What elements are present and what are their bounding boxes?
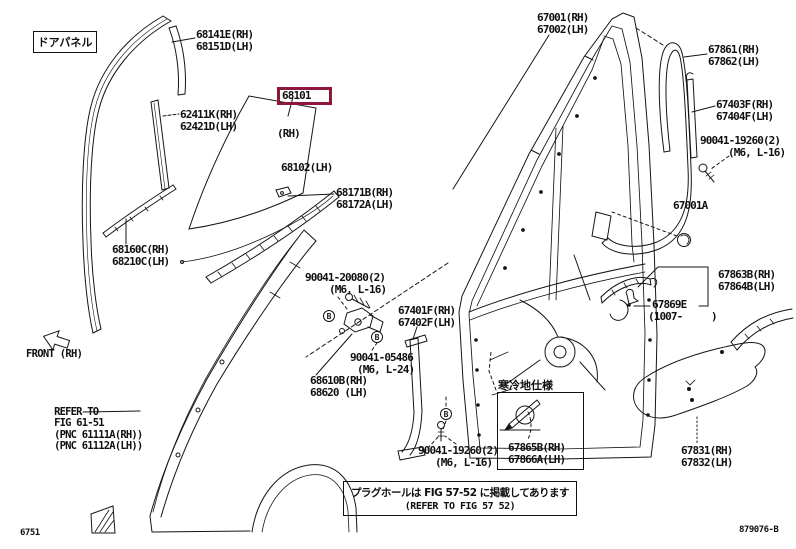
label-67403[interactable]: 67403F(RH) 67404F(LH) [716,98,774,123]
front-arrow-icon [42,329,71,351]
waist-molding-art [102,184,177,238]
body-side-art [82,229,358,534]
section-tag-label: ドアパネル [37,36,93,49]
svg-text:B: B [375,333,380,342]
svg-text:B: B [444,410,449,419]
note-box: プラグホールは FIG 57-52 に掲載してあります (REFER TO FI… [343,481,577,516]
label-68141[interactable]: 68141E(RH) 68151D(LH) [196,28,254,53]
glass-run-art [81,15,186,334]
label-68160[interactable]: 68160C(RH) 68210C(LH) [112,243,170,268]
document-code: 879076-B [739,525,779,535]
bolt-marker: B B B [323,310,452,420]
label-67001[interactable]: 67001(RH) 67002(LH) [537,11,589,36]
cold-region-art [488,351,541,440]
label-68101-highlighted[interactable]: 68101 (RH) 68102(LH) [277,87,333,174]
glass-channel-art [686,72,698,159]
molding-no2-art [600,266,709,307]
door-weatherstrip-art [601,42,692,255]
cold-region-box [497,392,584,470]
bolt-icon [698,155,730,183]
label-67869E[interactable]: 67869E (1007- ) [648,298,718,323]
label-90041-19260-bottom[interactable]: 90041-19260(2) (M6, L-16) [418,444,499,469]
section-tag-box: ドアパネル [33,31,97,53]
label-67863[interactable]: 67863B(RH) 67864B(LH) [718,268,776,293]
label-67865[interactable]: 67865B(RH) 67866A(LH) [508,441,566,466]
label-67401[interactable]: 67401F(RH) 67402F(LH) [398,304,456,329]
highlight-box: 68101 [277,87,332,105]
label-68171[interactable]: 68171B(RH) 68172A(LH) [336,186,394,211]
label-90041-05486[interactable]: 90041-05486 (M6, L-24) [350,351,415,376]
grommet-art [611,211,691,247]
refer-to-fig-note: REFER TO FIG 61-51 (PNC 61111A(RH)) (PNC… [54,405,143,452]
label-62411[interactable]: 62411K(RH) 62421D(LH) [180,108,238,133]
hole-cover-art [633,308,794,446]
door-glass-art [188,95,317,230]
label-90041-19260-top[interactable]: 90041-19260(2) (M6, L-16) [700,134,786,159]
label-68610[interactable]: 68610B(RH) 68620 (LH) [310,374,368,399]
label-67001A[interactable]: 67001A [673,199,708,212]
label-67861[interactable]: 67861(RH) 67862(LH) [708,43,760,68]
label-90041-20080[interactable]: 90041-20080(2) (M6, L-16) [305,271,387,296]
door-panel-art [458,12,664,460]
leader-lines [125,34,716,245]
note-japanese: プラグホールは FIG 57-52 に掲載してあります [350,487,570,499]
belt-molding-art [180,190,340,284]
cold-region-title: 寒冷地仕様 [498,379,553,392]
glass-sash-art [150,99,170,191]
svg-text:B: B [327,312,332,321]
regulator-rail-art [371,326,457,461]
figure-code: 6751 [20,528,40,538]
note-english: (REFER TO FIG 57 52) [404,501,516,512]
label-67831[interactable]: 67831(RH) 67832(LH) [681,444,733,469]
door-check-art [305,262,449,376]
front-direction-label: FRONT (RH) [26,348,83,360]
